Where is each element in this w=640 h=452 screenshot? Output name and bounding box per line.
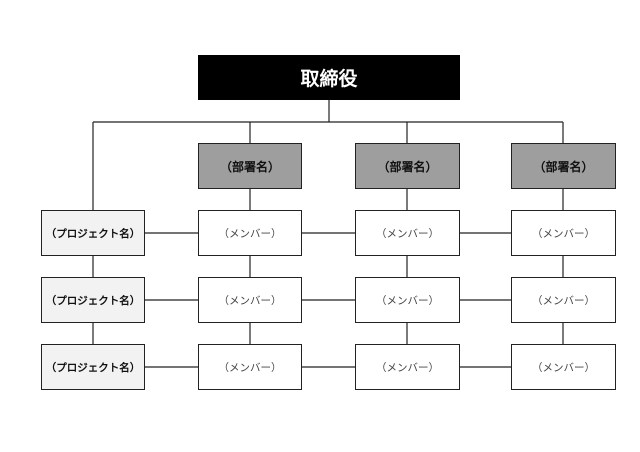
- member-box: （メンバー）: [511, 210, 616, 256]
- member-label: （メンバー）: [218, 227, 282, 240]
- project-label: （プロジェクト名）: [45, 227, 141, 240]
- member-label: （メンバー）: [376, 294, 439, 307]
- member-box: （メンバー）: [198, 277, 302, 323]
- department-label: （部署名）: [377, 159, 438, 174]
- project-box: （プロジェクト名）: [41, 210, 145, 256]
- project-box: （プロジェクト名）: [41, 344, 145, 390]
- member-label: （メンバー）: [532, 227, 595, 240]
- project-box: （プロジェクト名）: [41, 277, 145, 323]
- member-box: （メンバー）: [511, 344, 616, 390]
- department-box: （部署名）: [511, 143, 616, 189]
- member-label: （メンバー）: [532, 294, 595, 307]
- department-label: （部署名）: [219, 159, 280, 174]
- department-label: （部署名）: [533, 159, 594, 174]
- member-label: （メンバー）: [218, 361, 282, 374]
- executive-box: 取締役: [198, 55, 460, 100]
- project-label: （プロジェクト名）: [45, 294, 141, 307]
- member-label: （メンバー）: [376, 227, 439, 240]
- department-box: （部署名）: [198, 143, 302, 189]
- member-box: （メンバー）: [198, 210, 302, 256]
- member-label: （メンバー）: [376, 361, 439, 374]
- executive-label: 取締役: [300, 68, 358, 90]
- member-box: （メンバー）: [355, 210, 460, 256]
- member-label: （メンバー）: [218, 294, 282, 307]
- member-box: （メンバー）: [355, 277, 460, 323]
- member-box: （メンバー）: [355, 344, 460, 390]
- department-box: （部署名）: [355, 143, 460, 189]
- member-box: （メンバー）: [511, 277, 616, 323]
- member-label: （メンバー）: [532, 361, 595, 374]
- member-box: （メンバー）: [198, 344, 302, 390]
- project-label: （プロジェクト名）: [45, 361, 141, 374]
